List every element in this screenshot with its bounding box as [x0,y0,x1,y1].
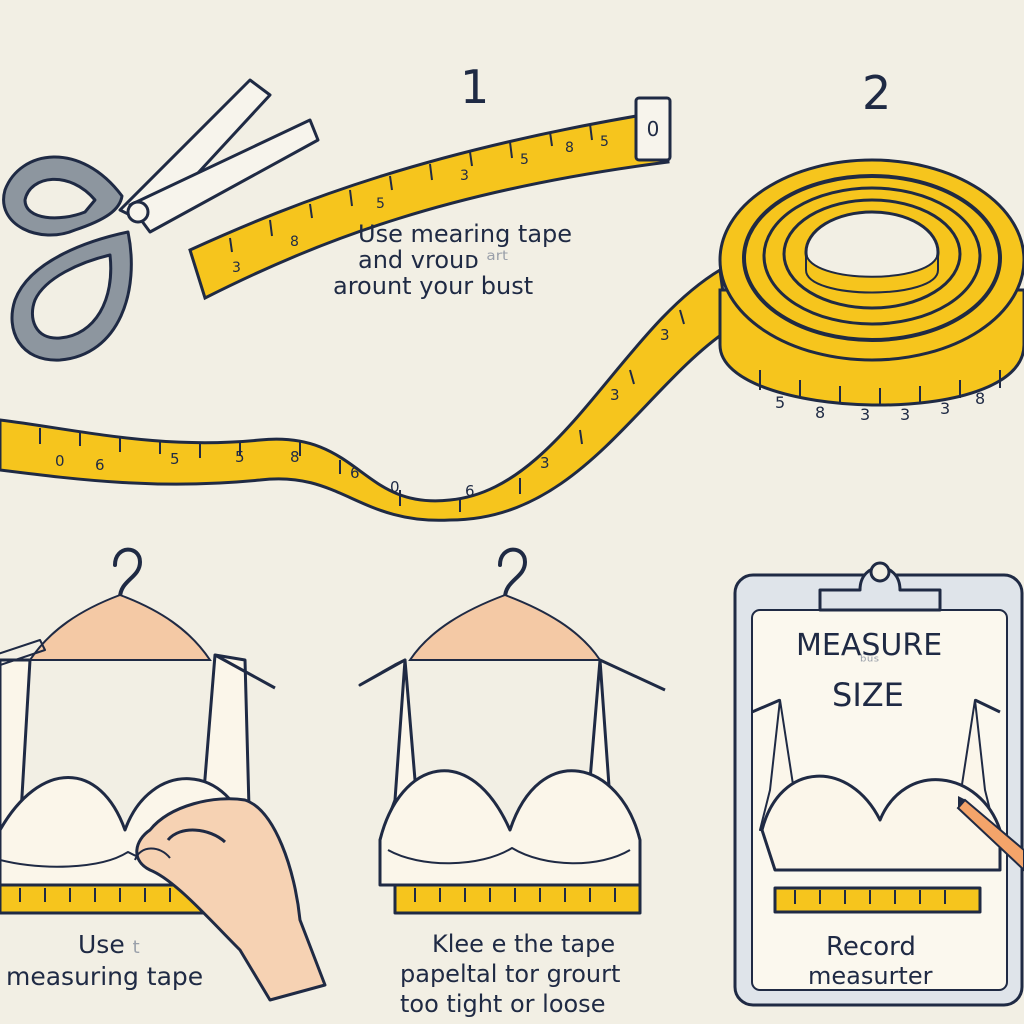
svg-text:8: 8 [565,140,574,156]
left-caption-line1: Use t [78,930,140,959]
svg-text:3: 3 [540,454,550,472]
svg-text:5: 5 [520,152,529,168]
clipboard-icon [733,561,1024,1007]
hanger-icon [28,547,212,661]
step-number-2: 2 [862,66,892,120]
pencil-icon [956,796,1024,872]
scissors-icon [2,78,320,362]
hand-icon [134,797,327,1002]
tape-roll-icon: 5 8 3 3 3 8 [718,158,1024,424]
svg-text:8: 8 [290,234,299,250]
left-caption-line2: measuring tape [6,962,204,991]
middle-caption-line1: Klee e the tape [432,930,616,958]
right-caption-line1: Record [826,932,916,962]
svg-text:3: 3 [232,260,241,276]
step-number-1: 1 [460,60,490,114]
svg-text:3: 3 [460,168,469,184]
clipboard-title-line1: MEASURE [796,628,943,663]
clipboard-title-line2: SIZE [832,676,904,714]
svg-text:6: 6 [350,464,360,482]
svg-text:3: 3 [940,399,950,418]
middle-caption-line2: papeltal tor grourt [400,960,621,988]
svg-text:5: 5 [376,196,385,212]
svg-text:0: 0 [390,478,400,496]
svg-text:3: 3 [610,386,620,404]
svg-text:5: 5 [170,450,180,468]
svg-text:0: 0 [55,452,65,470]
svg-text:3: 3 [860,405,870,424]
svg-text:6: 6 [465,482,475,500]
svg-text:0: 0 [647,117,660,141]
top-caption-line1: Use mearing tape [358,220,573,248]
svg-text:3: 3 [900,405,910,424]
svg-text:5: 5 [775,393,785,412]
bra-icon [358,658,666,915]
svg-text:8: 8 [290,448,300,466]
top-caption-line3: arount your bust [333,272,534,300]
svg-text:8: 8 [975,389,985,408]
svg-text:8: 8 [815,403,825,422]
svg-text:3: 3 [660,326,670,344]
right-caption-line2: measurter [808,962,933,990]
clipboard-title-faded: ᵇᵘˢ [860,652,880,671]
middle-caption-line3: too tight or loose [400,990,606,1018]
measuring-tape-icon: 0 3 8 5 3 5 8 5 [188,96,672,301]
svg-text:6: 6 [95,456,105,474]
hanger-icon [408,547,602,661]
svg-text:5: 5 [600,134,609,150]
svg-text:5: 5 [235,448,245,466]
top-caption-line2: and vrouᴅ ᵃʳᵗ [358,246,510,274]
